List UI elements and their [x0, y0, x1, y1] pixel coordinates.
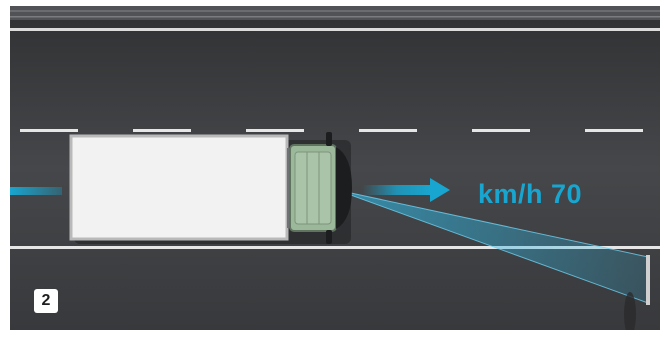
motion-trail	[10, 187, 62, 195]
road-graphic	[10, 6, 660, 330]
road-illustration: km/h 70	[10, 6, 660, 330]
truck-cargo-box	[71, 136, 287, 239]
step-number-badge: 2	[34, 289, 58, 313]
guard-rail	[10, 6, 660, 20]
truck	[71, 132, 352, 244]
speed-label: km/h 70	[478, 179, 582, 210]
lane-line-top	[10, 28, 660, 31]
